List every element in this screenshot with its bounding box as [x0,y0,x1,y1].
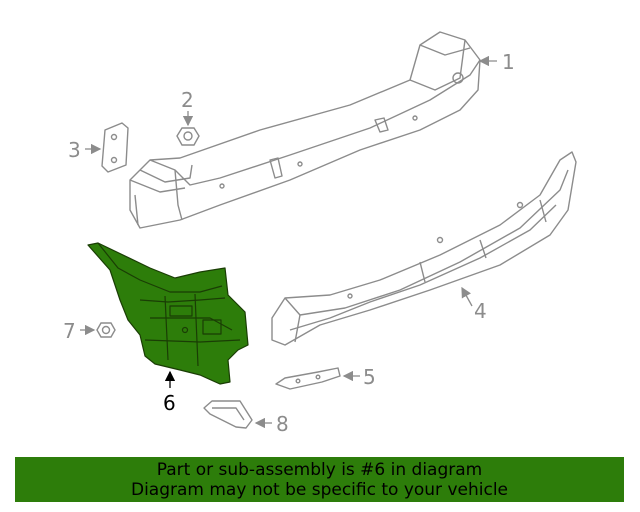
part-5-clip-bracket[interactable] [275,367,341,390]
part-1-reinforcement-beam[interactable] [129,31,481,229]
fitment-banner: Part or sub-assembly is #6 in diagram Di… [15,457,624,502]
callout-8-label: 8 [276,412,289,436]
part-8-pad[interactable] [203,400,253,429]
part-4-energy-absorber[interactable] [271,151,577,346]
part-7-nut[interactable] [96,322,116,338]
callout-2-label: 2 [181,88,194,112]
callout-1-label: 1 [502,50,515,74]
callout-4-label: 4 [474,299,487,323]
callout-7-label: 7 [63,319,76,343]
banner-line-2: Diagram may not be specific to your vehi… [130,479,508,500]
part-3-bracket-plate[interactable] [101,122,129,173]
part-6-side-bracket[interactable] [87,242,249,385]
callout-5-label: 5 [363,365,376,389]
callout-4-leader [461,286,473,307]
callout-6-label: 6 [163,391,176,415]
part-2-nut[interactable] [176,127,200,146]
callout-3-label: 3 [68,138,81,162]
banner-line-1: Part or sub-assembly is #6 in diagram [156,459,483,480]
